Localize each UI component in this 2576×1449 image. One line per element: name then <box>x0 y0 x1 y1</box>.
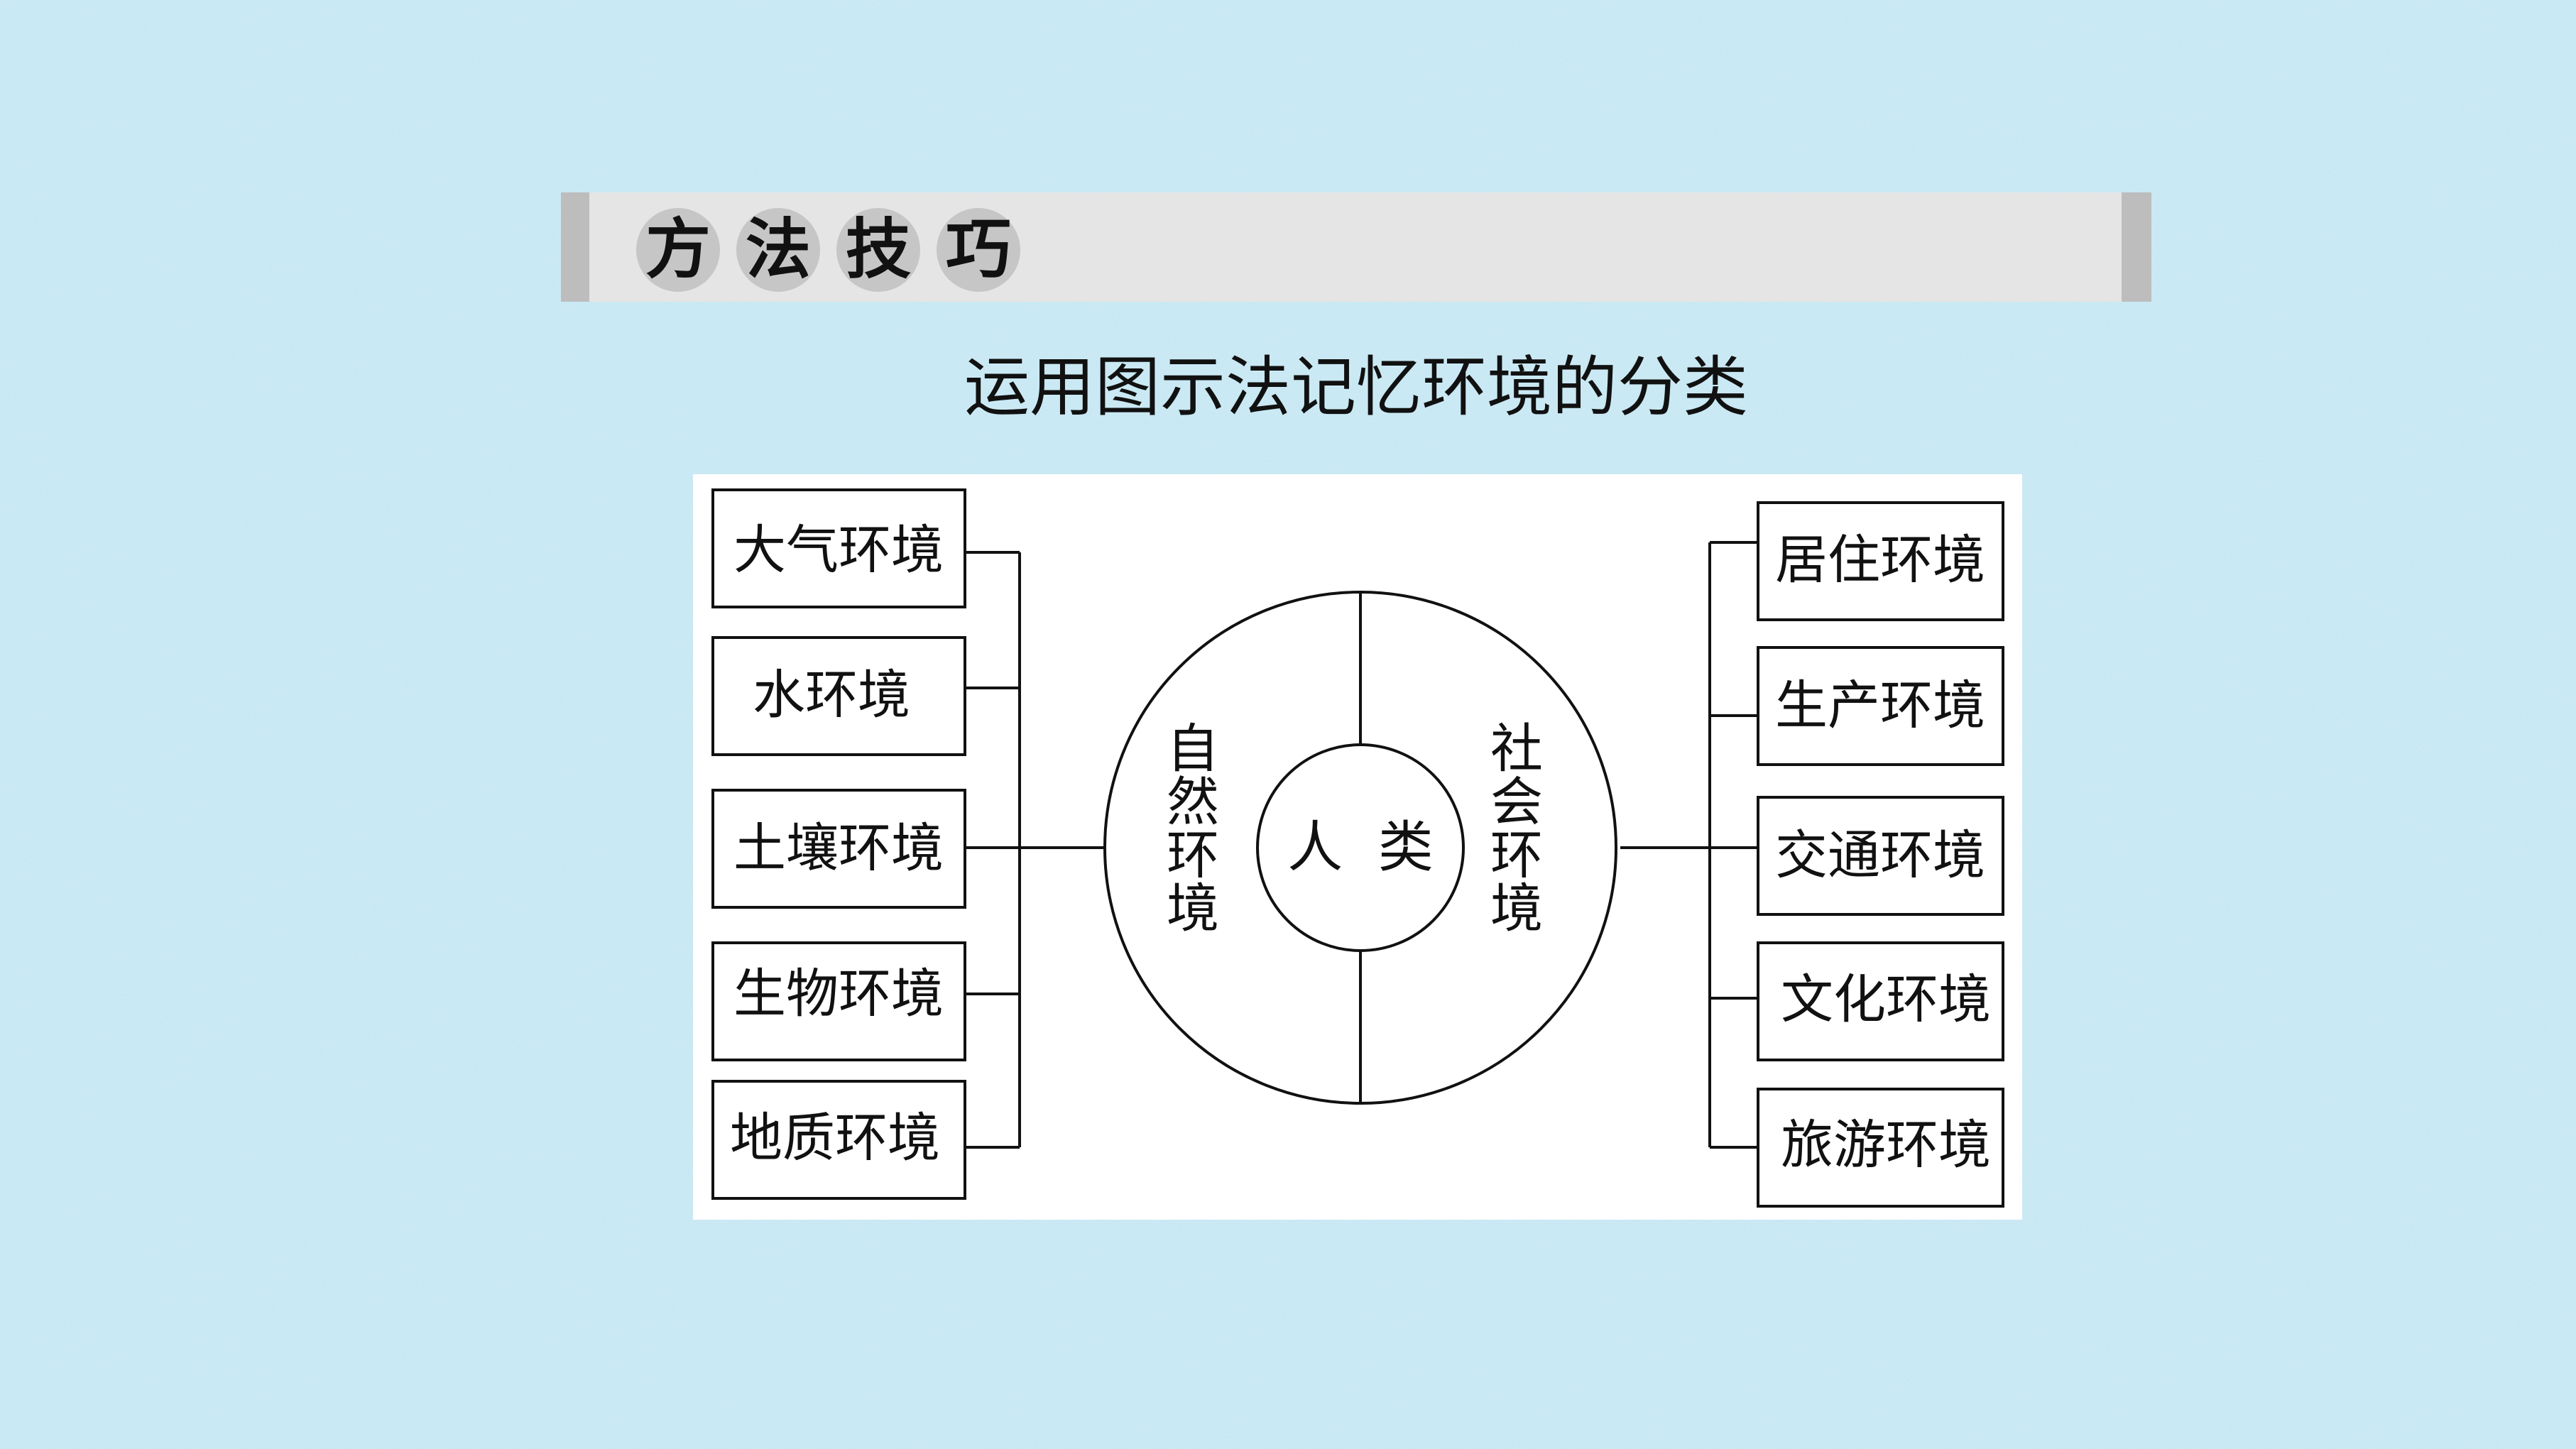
center-label: 人 类 <box>1287 816 1434 880</box>
social-item-label: 居住环境 <box>1775 530 1985 591</box>
natural-item-box <box>711 789 966 909</box>
social-ring-char: 环 <box>1490 825 1543 886</box>
banner-char-badge: 技 <box>836 208 920 292</box>
natural-ring-char: 环 <box>1167 825 1219 886</box>
banner-left-edge <box>561 192 589 302</box>
natural-ring-char: 然 <box>1167 772 1219 833</box>
natural-item-box <box>711 636 966 756</box>
natural-item-box <box>711 941 966 1061</box>
natural-ring-char: 自 <box>1167 718 1219 780</box>
natural-item-label: 地质环境 <box>730 1108 940 1169</box>
banner-right-edge <box>2122 192 2151 302</box>
banner-char-badge: 巧 <box>937 208 1020 292</box>
social-item-box <box>1757 646 2004 766</box>
natural-item-label: 水环境 <box>753 665 910 726</box>
natural-ring-char: 境 <box>1167 878 1219 939</box>
natural-item-box <box>711 1080 966 1200</box>
social-item-box <box>1757 941 2004 1061</box>
natural-item-label: 生物环境 <box>733 963 944 1024</box>
diagram-panel: 大气环境 水环境 土壤环境 生物环境 地质环境 居住环境 生产环境 交通环境 文… <box>693 474 2022 1220</box>
social-ring-char: 社 <box>1490 718 1543 780</box>
natural-item-label: 大气环境 <box>733 520 944 581</box>
environment-diagram: 大气环境 水环境 土壤环境 生物环境 地质环境 居住环境 生产环境 交通环境 文… <box>711 488 2004 1208</box>
social-item-label: 文化环境 <box>1781 969 1991 1030</box>
social-ring-char: 会 <box>1490 772 1543 833</box>
slide-subtitle: 运用图示法记忆环境的分类 <box>964 349 1748 425</box>
banner-char-badge: 方 <box>636 208 720 292</box>
social-item-box <box>1757 501 2004 621</box>
natural-item-label: 土壤环境 <box>733 818 944 879</box>
social-item-box <box>1757 1088 2004 1208</box>
social-item-box <box>1757 796 2004 916</box>
social-item-label: 交通环境 <box>1775 825 1985 886</box>
diagram-lines <box>711 488 2004 1208</box>
social-item-label: 生产环境 <box>1775 675 1985 736</box>
section-banner: 方 法 技 巧 <box>561 192 2151 302</box>
social-ring-char: 境 <box>1490 878 1543 939</box>
natural-item-box <box>711 488 966 608</box>
social-item-label: 旅游环境 <box>1781 1115 1991 1176</box>
banner-char-badge: 法 <box>736 208 820 292</box>
